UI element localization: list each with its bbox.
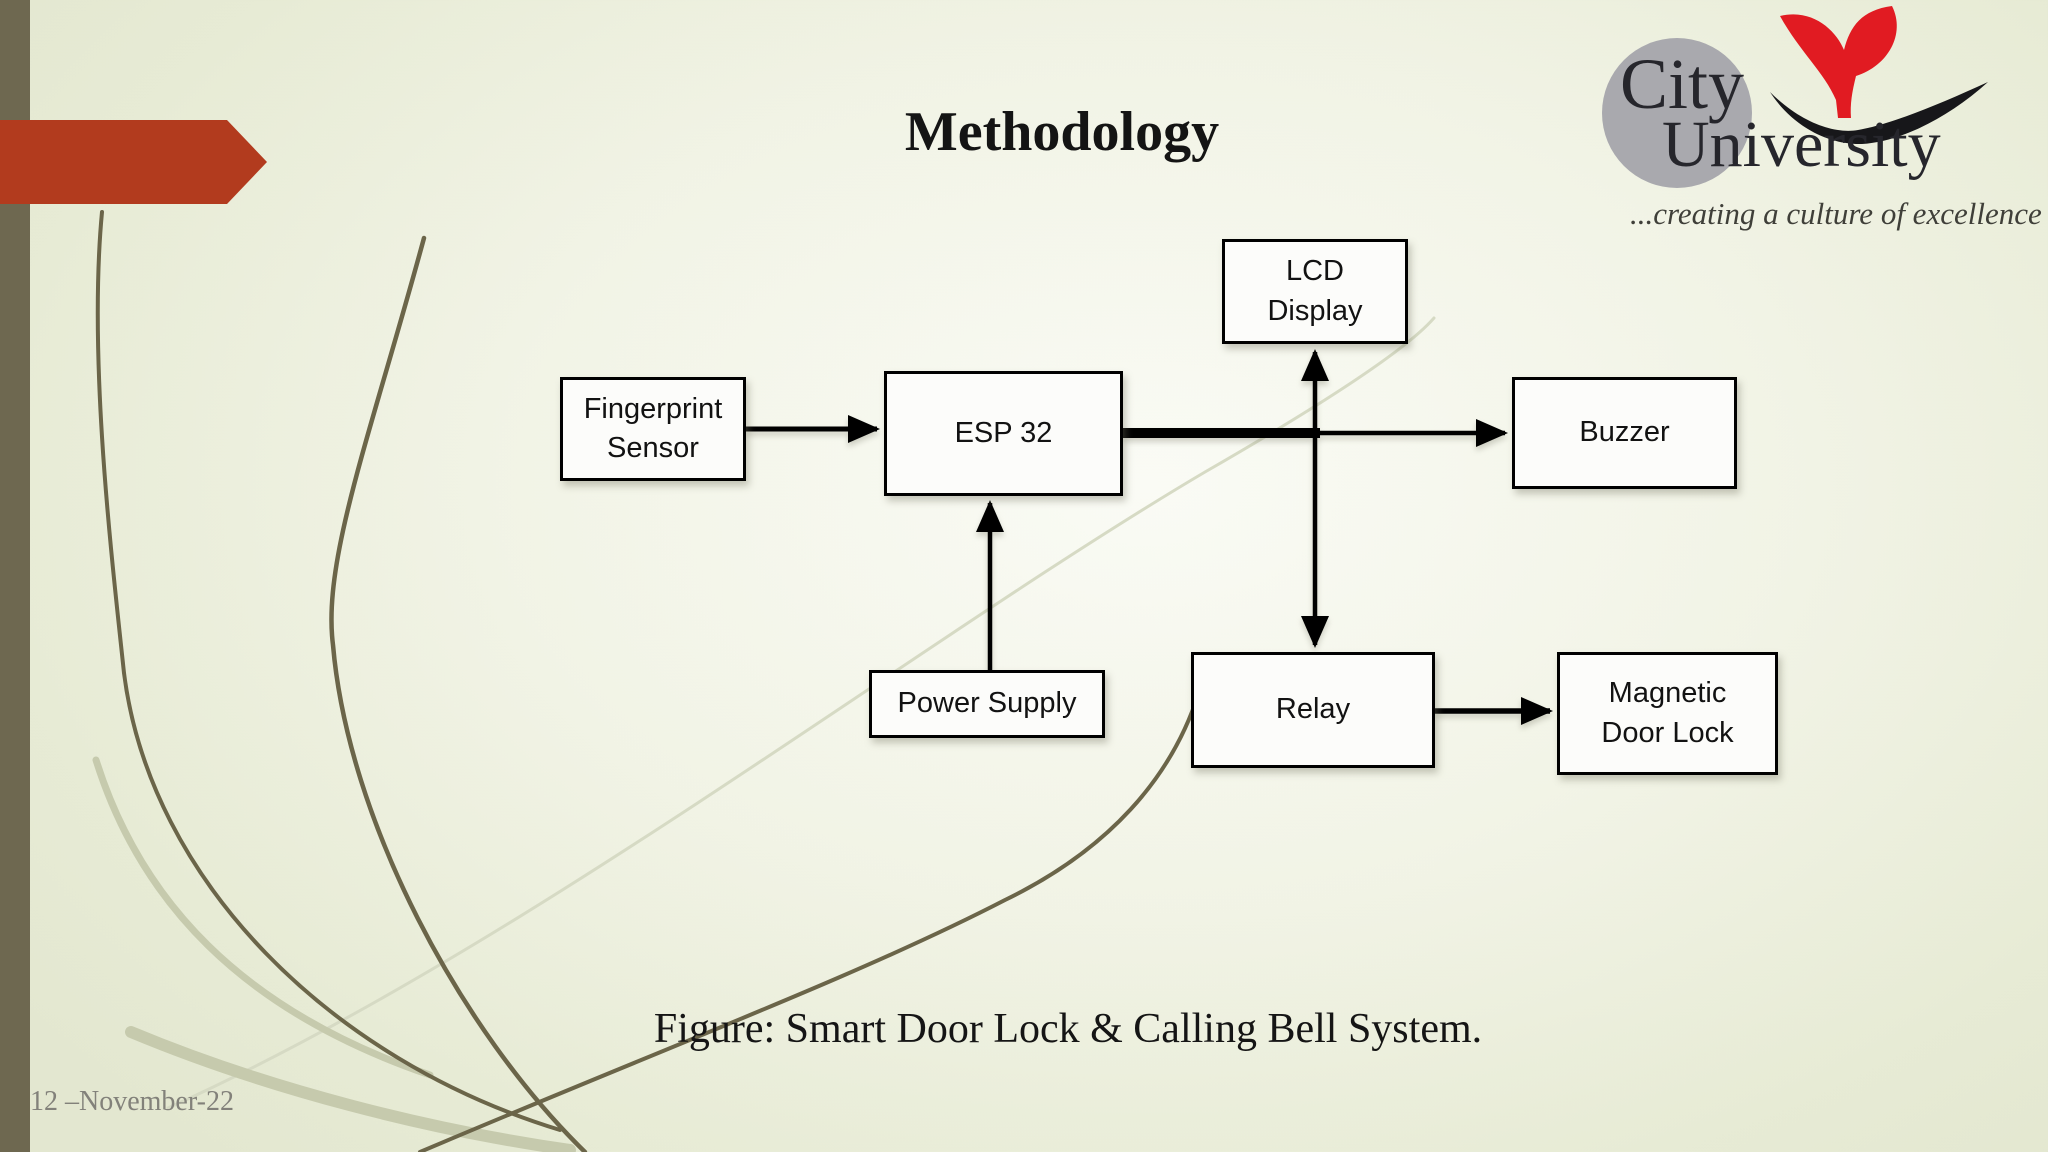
logo-red-bird-icon (1780, 6, 1897, 118)
red-banner-arrow (0, 120, 267, 204)
node-power-supply: Power Supply (869, 670, 1105, 738)
left-olive-bar (0, 0, 30, 1152)
node-fingerprint-sensor: Fingerprint Sensor (560, 377, 746, 481)
logo-black-swoosh-icon (1770, 82, 1988, 145)
figure-caption: Figure: Smart Door Lock & Calling Bell S… (653, 1006, 1483, 1052)
logo-emblem (1770, 6, 1988, 145)
city-university-logo: City University ...creating a culture of… (1596, 0, 2048, 250)
logo-tagline: ...creating a culture of excellence (1630, 196, 2042, 231)
node-magnetic-door-lock: Magnetic Door Lock (1557, 652, 1778, 775)
node-lcd-display: LCD Display (1222, 239, 1408, 344)
logo-text-university: University (1662, 108, 1941, 181)
node-relay: Relay (1191, 652, 1435, 768)
node-esp-32: ESP 32 (884, 371, 1123, 496)
slide-date: 12 –November-22 (30, 1086, 234, 1117)
slide-title: Methodology (904, 101, 1220, 163)
logo-gray-circle (1602, 38, 1752, 188)
logo-text-city: City (1620, 44, 1745, 124)
node-buzzer: Buzzer (1512, 377, 1737, 489)
